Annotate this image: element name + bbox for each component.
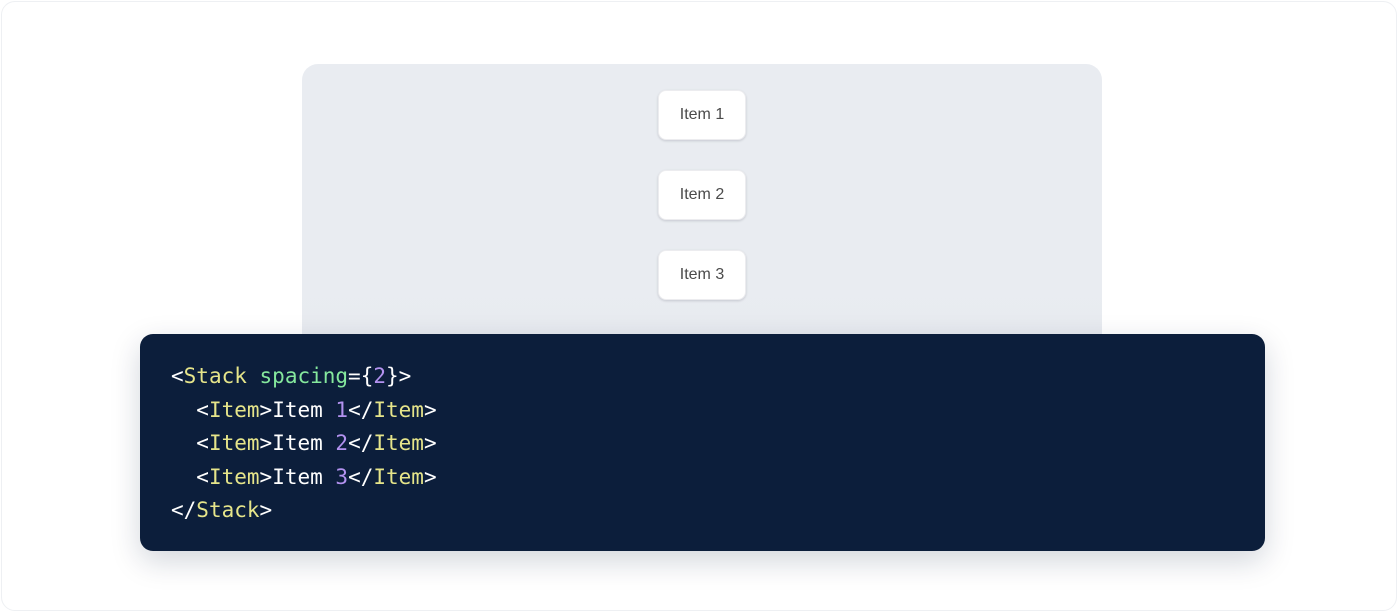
code-token-punct: </ <box>171 498 197 522</box>
code-token-punct: > <box>259 498 273 522</box>
code-token-punct: > <box>423 431 437 455</box>
code-token-num: 1 <box>335 397 349 422</box>
code-body: <Stack spacing={2}> <Item>Item 1</Item> … <box>171 364 437 522</box>
code-token-tag: Item <box>208 397 260 422</box>
code-token-punct: > <box>259 431 273 455</box>
code-token-punct: < <box>171 364 184 388</box>
code-token-text: Item <box>272 431 336 455</box>
code-token-punct: </ <box>348 464 374 489</box>
code-token-punct <box>247 364 260 388</box>
code-token-punct: > <box>259 397 273 422</box>
code-token-tag: Item <box>373 431 424 455</box>
component-preview-panel: Item 1 Item 2 Item 3 <box>302 64 1102 354</box>
stack-item[interactable]: Item 1 <box>657 90 747 140</box>
code-token-punct: < <box>196 397 209 422</box>
code-token-punct: < <box>196 464 209 489</box>
code-token-punct: }> <box>386 364 412 388</box>
code-token-tag: Item <box>208 464 260 489</box>
code-token-num: 3 <box>335 464 349 489</box>
code-token-tag: Item <box>373 397 424 422</box>
code-token-num: 2 <box>335 431 349 455</box>
code-token-text: Item <box>272 397 336 422</box>
code-token-tag: Item <box>208 431 260 455</box>
code-token-tag: Stack <box>183 364 247 388</box>
code-snippet-card: <Stack spacing={2}> <Item>Item 1</Item> … <box>140 334 1265 551</box>
code-token-punct: ={ <box>348 364 374 388</box>
code-token-tag: Item <box>373 464 424 489</box>
code-token-text: Item <box>272 464 336 489</box>
code-token-num: 2 <box>373 364 386 388</box>
code-token-punct: > <box>423 464 437 489</box>
code-token-punct: > <box>423 397 437 422</box>
code-token-punct: </ <box>348 397 374 422</box>
stack-item[interactable]: Item 2 <box>657 170 747 220</box>
code-token-punct: </ <box>348 431 374 455</box>
stack-container: Item 1 Item 2 Item 3 <box>302 64 1102 300</box>
code-snippet[interactable]: <Stack spacing={2}> <Item>Item 1</Item> … <box>171 360 1265 528</box>
code-token-tag: Stack <box>196 498 260 522</box>
stack-item[interactable]: Item 3 <box>657 250 747 300</box>
code-token-attr: spacing <box>259 364 349 388</box>
code-token-punct: > <box>259 464 273 489</box>
code-token-punct: < <box>196 431 209 455</box>
